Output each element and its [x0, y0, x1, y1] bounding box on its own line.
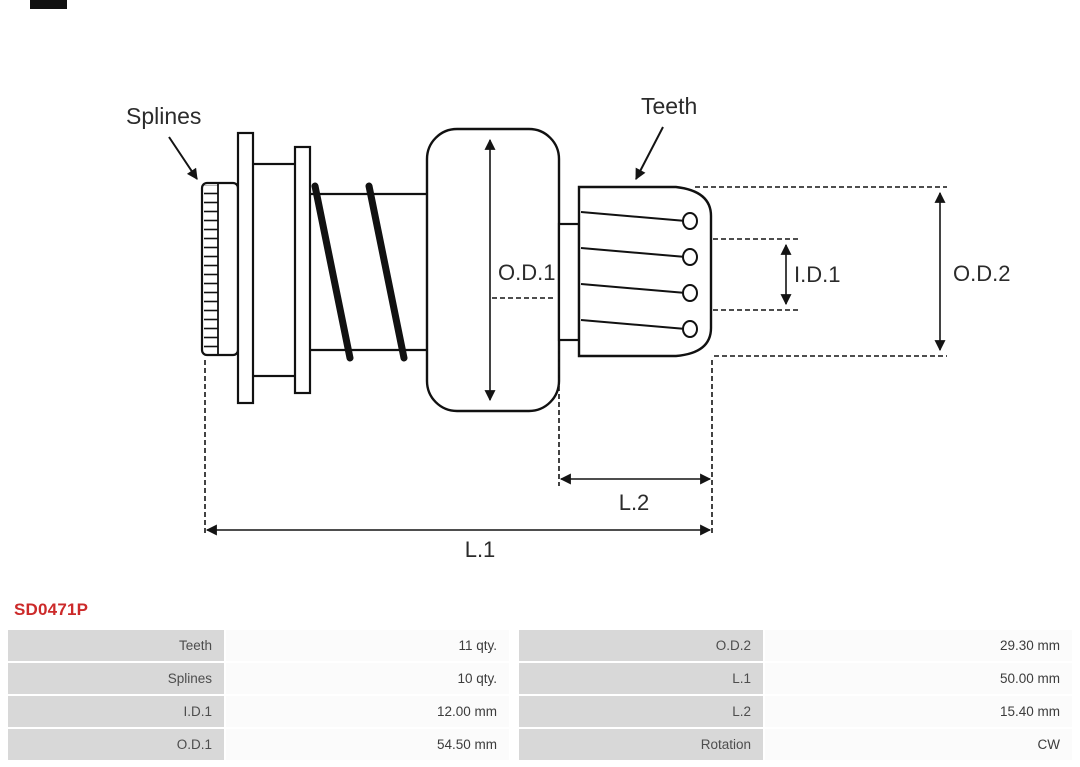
spec-label: Teeth	[8, 630, 224, 661]
dim-label-id1: I.D.1	[794, 262, 840, 287]
spec-value: 50.00 mm	[765, 663, 1072, 694]
spec-value: 29.30 mm	[765, 630, 1072, 661]
table-gap	[509, 696, 519, 727]
splined-shaft	[200, 181, 240, 357]
table-row: Splines 10 qty. L.1 50.00 mm	[8, 663, 1072, 694]
dim-label-od2: O.D.2	[953, 261, 1010, 286]
spec-value: CW	[765, 729, 1072, 760]
spec-label: Rotation	[519, 729, 763, 760]
spec-value: 54.50 mm	[226, 729, 509, 760]
dim-id1: I.D.1	[713, 238, 840, 311]
spring	[311, 182, 408, 362]
splines-arrow	[168, 136, 198, 180]
drive-body: O.D.1	[425, 127, 561, 413]
table-row: Teeth 11 qty. O.D.2 29.30 mm	[8, 630, 1072, 661]
spec-value: 15.40 mm	[765, 696, 1072, 727]
dim-label-l2: L.2	[619, 490, 650, 515]
spec-label: O.D.2	[519, 630, 763, 661]
flange-disc-2	[293, 145, 312, 395]
spec-label: I.D.1	[8, 696, 224, 727]
spec-value: 10 qty.	[226, 663, 509, 694]
flange-hub	[236, 131, 312, 405]
spec-value: 12.00 mm	[226, 696, 509, 727]
neck-section	[557, 222, 581, 342]
dim-l1: L.1	[204, 360, 712, 562]
callout-splines: Splines	[126, 103, 201, 180]
spec-label: O.D.1	[8, 729, 224, 760]
callout-teeth: Teeth	[635, 93, 697, 180]
logo-bar	[30, 0, 67, 9]
spec-label: L.2	[519, 696, 763, 727]
hub-section	[249, 162, 299, 378]
dim-label-od1: O.D.1	[498, 260, 555, 285]
table-row: I.D.1 12.00 mm L.2 15.40 mm	[8, 696, 1072, 727]
spec-label: L.1	[519, 663, 763, 694]
part-number: SD0471P	[14, 600, 89, 619]
table-gap	[509, 663, 519, 694]
teeth-arrow	[635, 126, 664, 180]
teeth-label: Teeth	[641, 93, 697, 119]
table-gap	[509, 729, 519, 760]
spec-table: Teeth 11 qty. O.D.2 29.30 mm Splines 10 …	[8, 630, 1072, 762]
spec-value: 11 qty.	[226, 630, 509, 661]
flange-disc-1	[236, 131, 255, 405]
dim-od2: O.D.2	[695, 186, 1010, 357]
table-row: O.D.1 54.50 mm Rotation CW	[8, 729, 1072, 760]
splines-label: Splines	[126, 103, 201, 129]
table-gap	[509, 630, 519, 661]
spec-label: Splines	[8, 663, 224, 694]
dim-label-l1: L.1	[465, 537, 496, 562]
shaft-section	[310, 192, 428, 352]
starter-drive-technical-drawing: O.D.1 O.D.2 I.D.1	[126, 93, 1010, 562]
dim-l2: L.2	[558, 346, 713, 536]
pinion-teeth	[580, 211, 698, 338]
pinion-gear	[577, 185, 713, 358]
